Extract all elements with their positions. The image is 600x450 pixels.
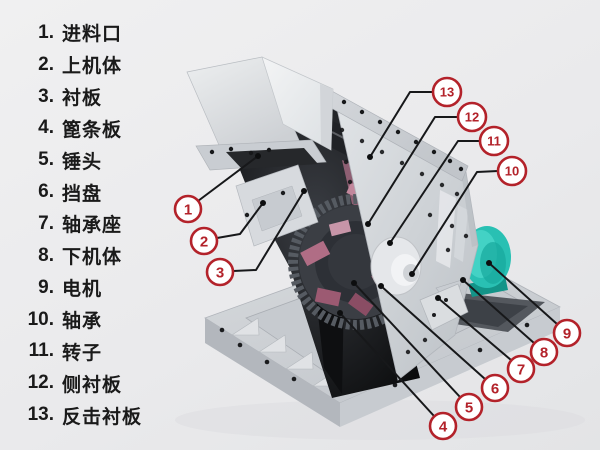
svg-text:11: 11 — [487, 134, 501, 149]
svg-text:4: 4 — [439, 418, 448, 435]
part-label: 挡盘 — [62, 183, 103, 205]
part-label: 锤头 — [62, 151, 103, 173]
leader-line-13 — [369, 91, 434, 158]
leader-line-9 — [488, 262, 558, 325]
parts-list-item: 8. 下机体 — [0, 240, 142, 272]
svg-text:2: 2 — [200, 233, 208, 250]
leader-dot-11 — [387, 240, 393, 246]
parts-list-item: 11. 转子 — [0, 335, 142, 367]
callout-badge-6: 6 — [480, 373, 510, 403]
parts-list-item: 7. 轴承座 — [0, 208, 142, 240]
svg-text:10: 10 — [505, 164, 519, 179]
part-label: 轴承座 — [62, 215, 123, 237]
leader-line-8 — [462, 279, 535, 344]
parts-list-item: 6. 挡盘 — [0, 176, 142, 208]
callout-badge-3: 3 — [205, 257, 235, 287]
part-number: 10. — [27, 308, 54, 330]
part-number: 1. — [38, 21, 54, 43]
leader-dot-5 — [351, 280, 357, 286]
leader-line-1 — [197, 155, 259, 202]
leader-dot-3 — [301, 188, 307, 194]
part-number: 7. — [38, 212, 54, 234]
part-label: 篦条板 — [62, 119, 123, 141]
part-label: 侧衬板 — [62, 374, 123, 396]
parts-list-item: 12. 侧衬板 — [0, 367, 142, 399]
svg-text:7: 7 — [517, 361, 525, 378]
svg-text:8: 8 — [540, 344, 548, 361]
leader-line-4 — [339, 312, 435, 417]
leader-dot-12 — [365, 221, 371, 227]
leader-dot-4 — [337, 310, 343, 316]
leader-dot-13 — [367, 154, 373, 160]
leader-dot-6 — [378, 283, 384, 289]
leader-dot-10 — [409, 271, 415, 277]
part-number: 4. — [38, 117, 54, 139]
bearing-seat-bracket — [419, 279, 469, 331]
leader-line-7 — [437, 297, 512, 361]
part-label: 轴承 — [62, 311, 103, 333]
callout-badge-8: 8 — [529, 337, 559, 367]
svg-text:12: 12 — [465, 110, 479, 125]
parts-list-item: 3. 衬板 — [0, 81, 142, 113]
parts-list-item: 9. 电机 — [0, 272, 142, 304]
parts-list-item: 10. 轴承 — [0, 304, 142, 336]
part-number: 12. — [27, 372, 54, 394]
leader-dot-1 — [255, 153, 261, 159]
part-label: 进料口 — [62, 24, 123, 46]
part-number: 13. — [27, 404, 54, 426]
panel-bolts — [339, 127, 469, 355]
callout-badge-11: 11 — [478, 125, 510, 157]
parts-list-item: 5. 锤头 — [0, 144, 142, 176]
svg-text:1: 1 — [184, 201, 192, 218]
callout-badge-4: 4 — [428, 411, 458, 441]
part-label: 下机体 — [62, 247, 123, 269]
part-number: 9. — [38, 276, 54, 298]
svg-text:3: 3 — [216, 264, 224, 281]
leader-dot-7 — [435, 295, 441, 301]
leader-dot-9 — [486, 260, 492, 266]
parts-list-item: 13. 反击衬板 — [0, 399, 142, 431]
callout-badge-2: 2 — [189, 226, 219, 256]
parts-list: 1. 进料口 2. 上机体 3. 衬板 4. 篦条板 5. 锤头 6. 挡盘 7. 轴承座 8. 下机体 9. 电… — [0, 17, 142, 431]
svg-text:5: 5 — [465, 399, 473, 416]
leader-line-10 — [411, 170, 499, 275]
feed-hopper — [186, 56, 334, 171]
part-number: 2. — [38, 53, 54, 75]
leader-line-12 — [367, 116, 459, 225]
part-label: 电机 — [62, 279, 103, 301]
callout-badge-12: 12 — [456, 101, 488, 133]
leader-line-6 — [380, 285, 486, 380]
leader-line-3 — [232, 190, 305, 272]
leader-dot-8 — [460, 277, 466, 283]
part-label: 转子 — [62, 342, 103, 364]
svg-text:6: 6 — [491, 380, 499, 397]
parts-list-item: 4. 篦条板 — [0, 113, 142, 145]
part-label: 衬板 — [62, 88, 103, 110]
step-flanges — [235, 164, 319, 247]
part-label: 反击衬板 — [62, 406, 143, 428]
leader-line-5 — [353, 282, 461, 398]
svg-text:13: 13 — [440, 85, 454, 100]
callout-badge-7: 7 — [506, 354, 536, 384]
callout-badge-1: 1 — [173, 194, 203, 224]
part-number: 5. — [38, 149, 54, 171]
part-number: 8. — [38, 244, 54, 266]
leader-line-2 — [216, 202, 264, 239]
callout-badge-13: 13 — [431, 76, 463, 108]
callout-badge-5: 5 — [454, 392, 484, 422]
part-number: 11. — [28, 340, 54, 362]
callout-badge-10: 10 — [496, 155, 528, 187]
part-number: 6. — [38, 181, 54, 203]
leader-dot-2 — [260, 200, 266, 206]
parts-list-item: 2. 上机体 — [0, 49, 142, 81]
callout-badge-9: 9 — [552, 318, 582, 348]
svg-text:9: 9 — [563, 325, 571, 342]
leader-line-11 — [389, 140, 481, 244]
bearing-hub — [370, 236, 422, 296]
parts-list-item: 1. 进料口 — [0, 17, 142, 49]
part-number: 3. — [38, 85, 54, 107]
part-label: 上机体 — [62, 56, 123, 78]
